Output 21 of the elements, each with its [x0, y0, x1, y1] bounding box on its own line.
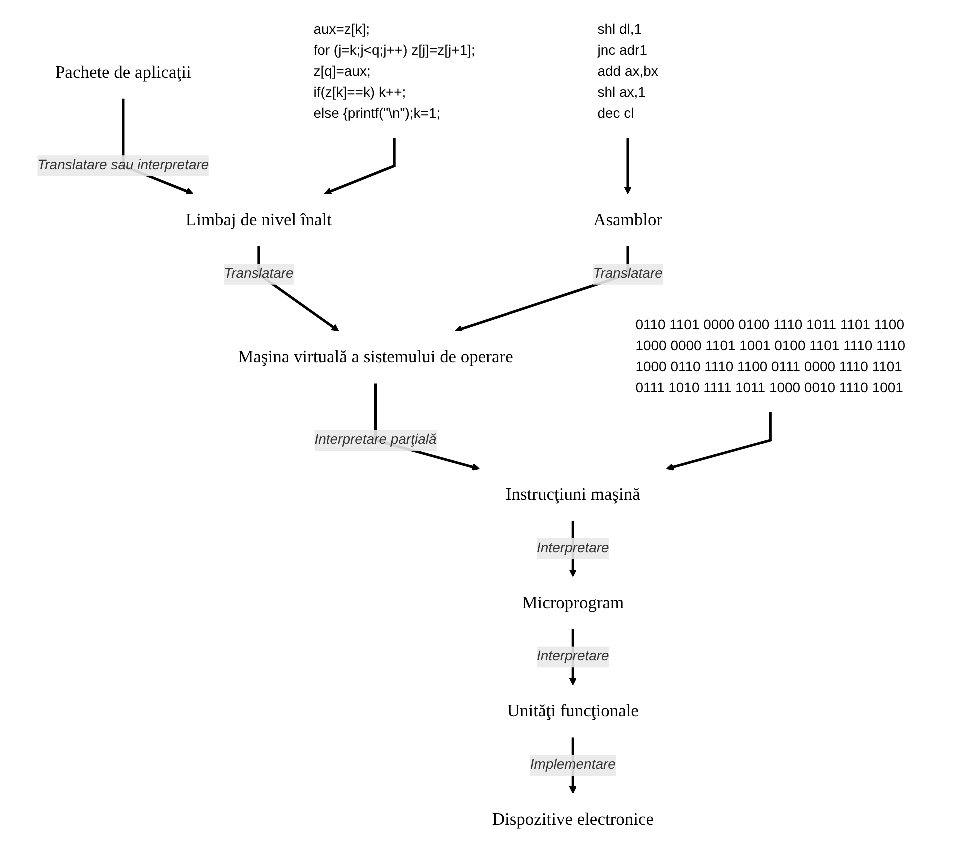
edge-label: Translatare [224, 266, 294, 282]
node-text: aux=z[k]; for (j=k;j<q;j++) z[j]=z[j+1]; z[q]=aux; if(z[k]==k) k++; else {printf("\n");k=1; [314, 22, 476, 122]
node-text: Pachete de aplicaţii [55, 62, 192, 82]
node-text: Unităţi funcţionale [507, 702, 639, 722]
edge-label: Implementare [530, 758, 616, 773]
arrow [624, 138, 632, 194]
edge-label: Interpretare parţială [314, 432, 437, 448]
node-text: Maşina virtuală a sistemului de operare [238, 348, 514, 368]
edge-label: Interpretare [537, 649, 610, 664]
node-text: 0110 1101 0000 0100 1110 1011 1101 1100 1000 0000 1101 1001 0100 1101 1110 1110 1000 0110 1110 1100 0111 0000 1110 1101 0111 1010 1111 1011 1000 0010 1110 1001 [636, 318, 906, 396]
arrow [666, 412, 772, 471]
arrow [324, 138, 396, 196]
node-text: Asamblor [594, 210, 663, 230]
node-text: Microprogram [522, 593, 624, 613]
edge-label: Translatare sau interpretare [38, 158, 210, 174]
node-text: Instrucţiuni maşină [506, 485, 640, 504]
edge-label: Translatare [593, 266, 663, 282]
edge-label: Interpretare [537, 540, 610, 556]
node-text: Limbaj de nivel înalt [186, 210, 332, 230]
node-text: Dispozitive electronice [492, 810, 654, 830]
node-text: shl dl,1 jnc adr1 add ax,bx shl ax,1 dec cl [598, 22, 658, 122]
